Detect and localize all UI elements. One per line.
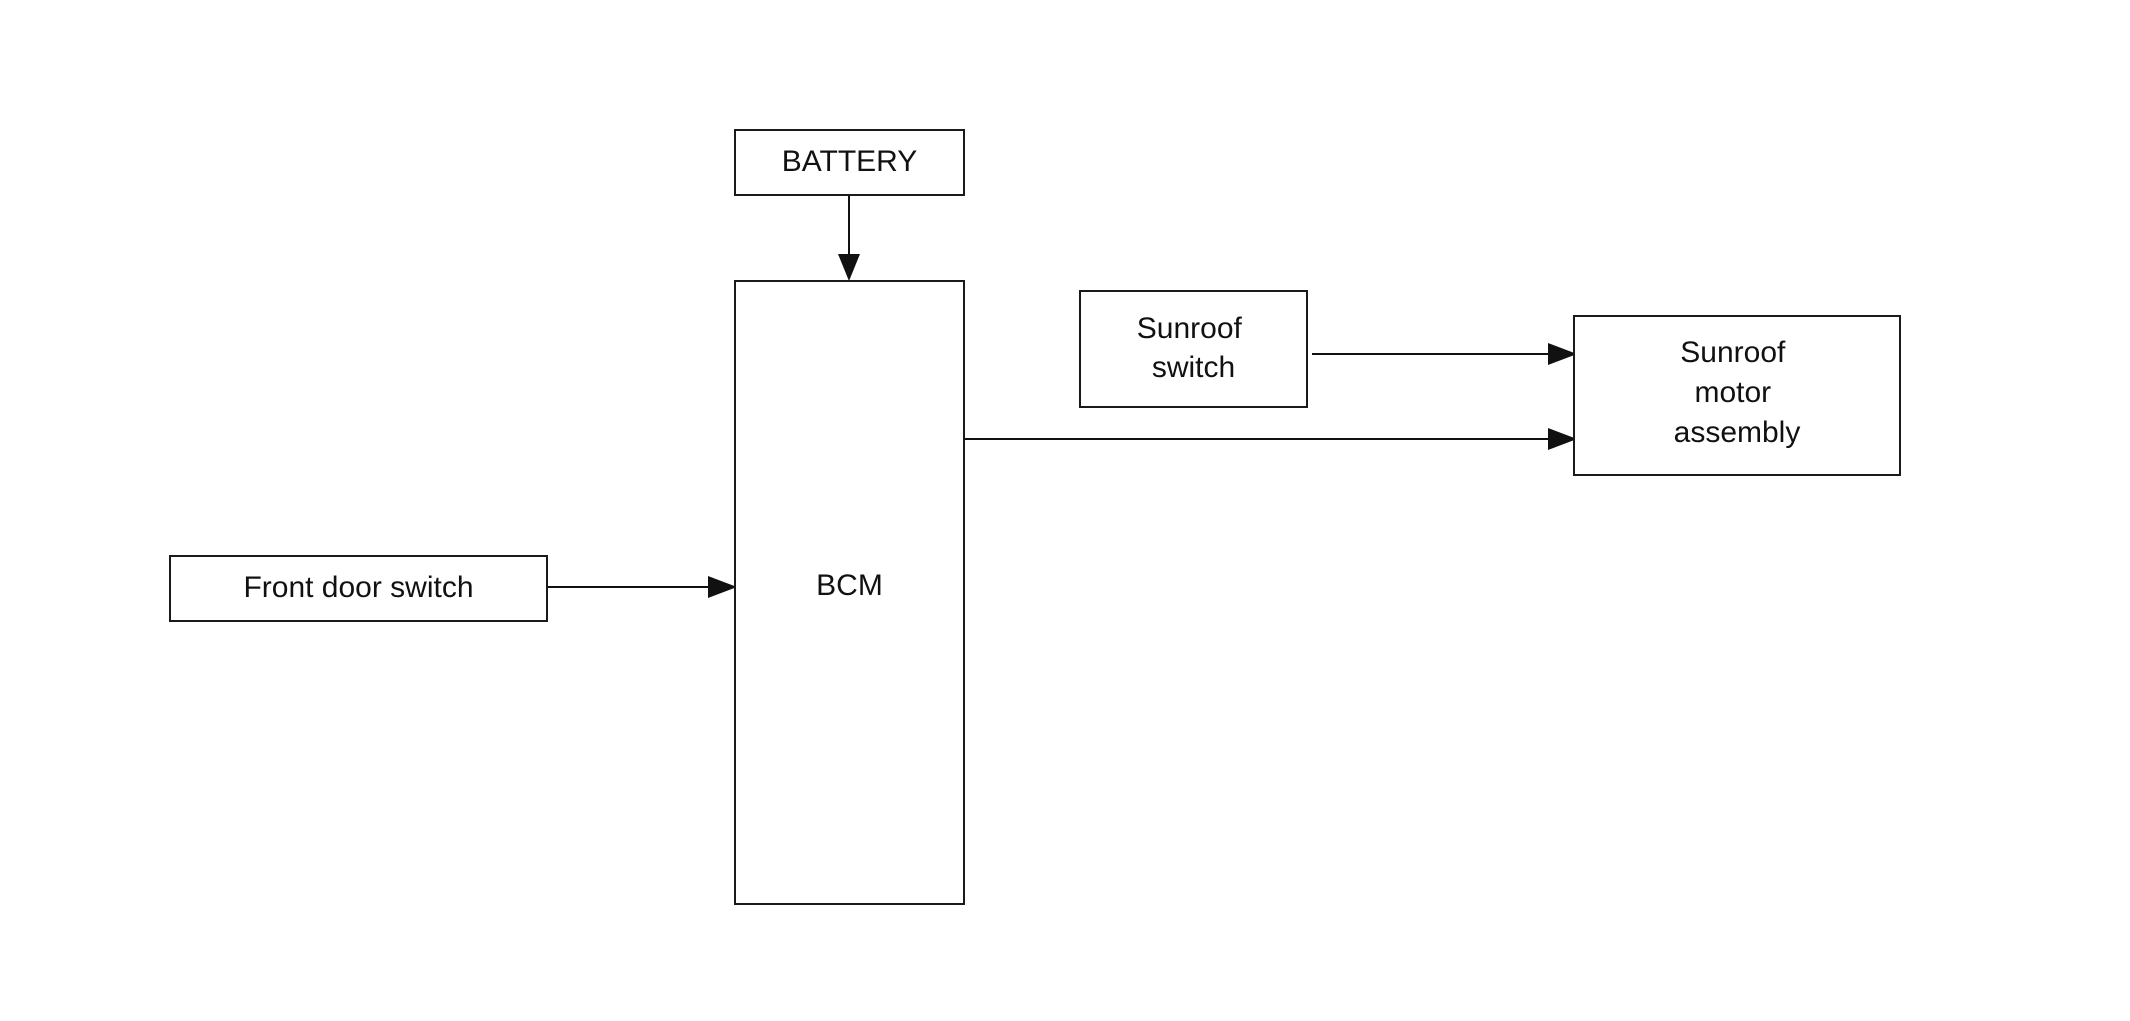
node-label-line: assembly xyxy=(1674,416,1801,449)
node-label-line: Front door switch xyxy=(243,571,473,604)
edges xyxy=(548,196,1577,598)
node-sunroof-switch: Sunroof switch xyxy=(1079,290,1308,408)
arrowhead xyxy=(838,254,860,281)
edge-bcm-to-motor xyxy=(965,428,1577,450)
node-label-line: motor xyxy=(1694,376,1771,409)
node-label: Front door switch xyxy=(243,571,473,604)
node-bcm: BCM xyxy=(734,280,965,905)
node-box xyxy=(734,129,965,196)
node-label: Sunroof motor assembly xyxy=(1674,336,1801,449)
node-label: BCM xyxy=(816,569,883,602)
node-label-line: Sunroof xyxy=(1680,336,1786,369)
node-box xyxy=(734,280,965,905)
node-front-door-switch: Front door switch xyxy=(169,555,548,622)
node-sunroof-motor-assembly: Sunroof motor assembly xyxy=(1573,315,1901,476)
edge-battery-to-bcm xyxy=(838,196,860,281)
node-label: Sunroof switch xyxy=(1137,312,1250,384)
arrowhead xyxy=(708,576,737,598)
node-box xyxy=(169,555,548,622)
node-label-line: BATTERY xyxy=(782,145,918,178)
node-box xyxy=(1079,290,1308,408)
arrowhead xyxy=(1548,343,1577,365)
node-battery: BATTERY xyxy=(734,129,965,196)
arrowhead xyxy=(1548,428,1577,450)
node-label-line: BCM xyxy=(816,569,883,602)
edge-front-door-switch-to-bcm xyxy=(548,576,737,598)
node-label-line: Sunroof xyxy=(1137,312,1243,345)
node-label: BATTERY xyxy=(782,145,918,178)
node-label-line: switch xyxy=(1152,351,1235,384)
edge-sunroof-switch-to-motor xyxy=(1312,343,1577,365)
node-box xyxy=(1573,315,1901,476)
